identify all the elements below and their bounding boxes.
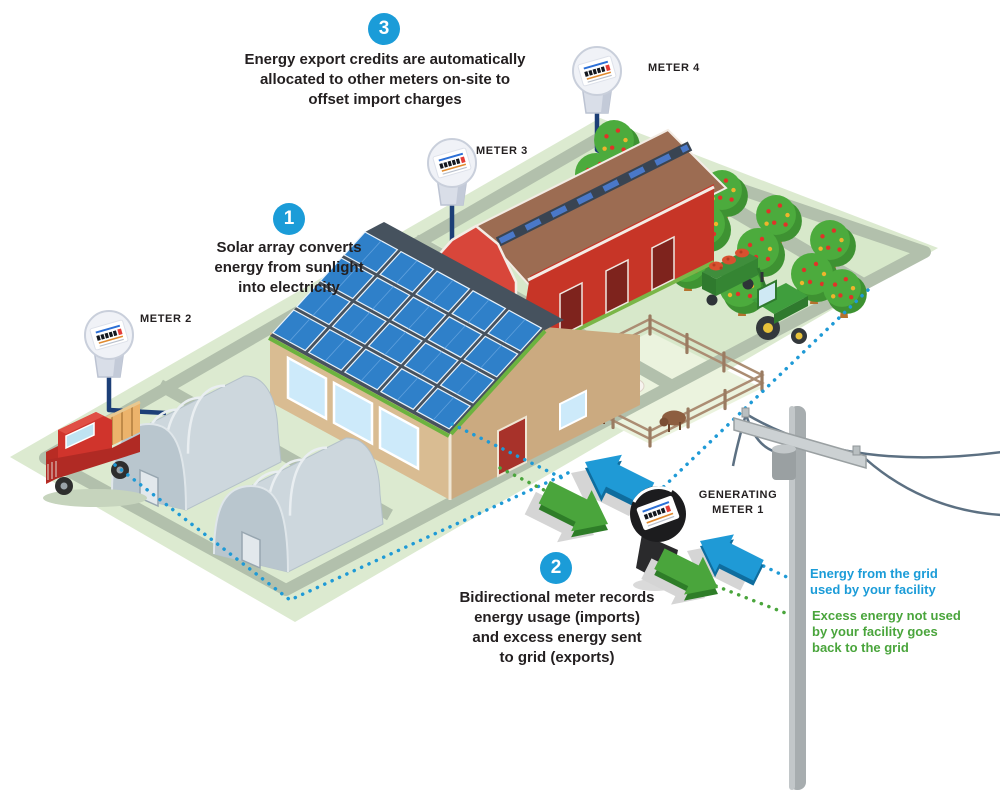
blue-arrow-from-grid [687, 534, 764, 591]
meter-4-icon [572, 46, 622, 114]
green-arrow-export [641, 548, 718, 605]
building-windows [286, 355, 420, 471]
pole-to-meter-dotted-blue [753, 560, 795, 582]
excess-energy-label: Excess energy not used by your facility … [812, 608, 961, 655]
barn-roof [474, 128, 728, 288]
transformer [772, 448, 796, 480]
white-meters [84, 46, 622, 378]
orchard-tree [756, 195, 802, 245]
meter-to-grid-dotted-green [714, 584, 795, 618]
utility-pole [731, 406, 1000, 790]
energy-flow-lines [113, 288, 870, 618]
building-window [332, 380, 374, 446]
solar-building [268, 222, 640, 500]
meter-to-corner-dotted-blue [650, 288, 870, 500]
barn-side-doors [559, 235, 675, 338]
cow-brown [659, 410, 686, 432]
crossarm [733, 417, 867, 469]
step-2-badge: 2 [540, 552, 572, 584]
step-3-badge: 3 [368, 13, 400, 45]
greenhouse-door [241, 530, 261, 570]
building-door [497, 415, 527, 478]
building-window [378, 405, 420, 471]
tractor [752, 272, 808, 344]
meter-1-label: GENERATING METER 1 [698, 489, 778, 516]
meter2-wire [106, 372, 167, 416]
step-2-text: Bidirectional meter records energy usage… [459, 589, 655, 666]
step-1-text: Solar array converts energy from sunligh… [214, 239, 364, 296]
green-arrow-to-grid [524, 480, 608, 543]
power-lines [731, 412, 1000, 517]
building-side-window [559, 389, 587, 431]
step-1-badge: 1 [273, 203, 305, 235]
roof-back-slope [365, 222, 564, 330]
step-3-text: Energy export credits are automatically … [244, 51, 526, 108]
facility-export-dotted-green [498, 466, 550, 494]
solar-array [271, 231, 543, 430]
meter-2-icon [84, 310, 134, 378]
insulator [852, 445, 861, 456]
greenhouse [213, 437, 384, 573]
insulator [741, 407, 750, 418]
orchard-tree [810, 220, 856, 270]
meter-2-label: METER 2 [140, 313, 192, 325]
orchard-tree [823, 269, 867, 318]
meter-4-label: METER 4 [648, 62, 700, 74]
meter-3-icon [427, 138, 477, 206]
produce-trailer [702, 248, 772, 306]
building-window [286, 355, 328, 421]
greenhouses [111, 375, 384, 573]
energy-from-grid-label: Energy from the grid used by your facili… [810, 566, 938, 597]
boundary-dotted-blue [113, 463, 572, 603]
meter-3-label: METER 3 [476, 145, 528, 157]
truck-cab [46, 412, 140, 484]
